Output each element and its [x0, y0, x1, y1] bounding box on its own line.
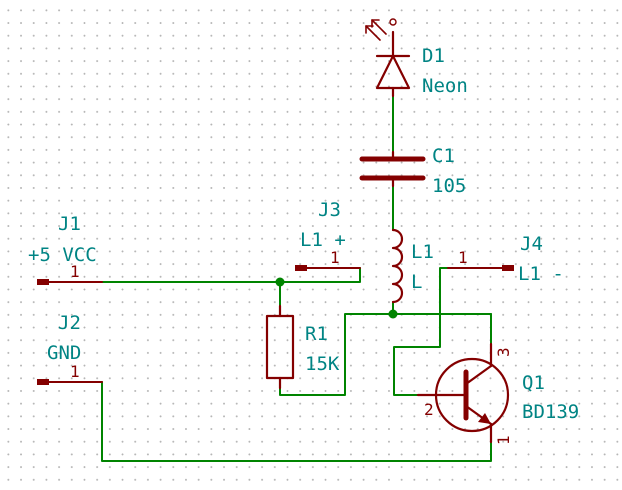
j3-pin-number: 1 [330, 248, 340, 267]
q1-emitter-arrow-icon [478, 413, 491, 424]
r1-value: 15K [305, 353, 340, 375]
r1-body [265, 314, 295, 380]
wires [101, 95, 492, 462]
j3-ref: J3 [318, 199, 341, 221]
j3-value: L1 + [300, 229, 346, 251]
c1-value: 105 [432, 175, 466, 197]
q1-pin-base: 2 [424, 400, 434, 419]
connector-j2[interactable]: 1 J2 GND [37, 312, 103, 385]
l1-value: L [411, 271, 422, 293]
junction-vcc [275, 277, 285, 287]
j3-pin-end [295, 265, 307, 271]
j2-ref: J2 [58, 312, 81, 334]
j1-pin-number: 1 [70, 262, 80, 281]
d1-light-arrows-icon [365, 19, 387, 41]
j4-ref: J4 [520, 233, 543, 255]
component-r1[interactable]: R1 15K [265, 304, 340, 390]
c1-ref: C1 [432, 145, 455, 167]
wire-base [393, 267, 449, 396]
r1-ref: R1 [305, 323, 328, 345]
j2-pin-number: 1 [70, 362, 80, 381]
j4-value: L1 - [518, 263, 564, 285]
d1-ref: D1 [422, 45, 445, 67]
j4-pin-number: 1 [458, 248, 468, 267]
j1-ref: J1 [58, 213, 81, 235]
connector-j3[interactable]: 1 J3 L1 + [295, 199, 361, 271]
component-q1[interactable]: 2 3 1 Q1 BD139 [416, 342, 579, 445]
d1-terminal [389, 18, 397, 26]
j1-value: +5 VCC [28, 244, 97, 266]
connector-j1[interactable]: 1 J1 +5 VCC [28, 213, 103, 285]
component-l1[interactable]: L1 L [391, 228, 434, 304]
j4-pin-end [502, 265, 514, 271]
l1-coil [391, 228, 404, 304]
junction-inductor [388, 309, 398, 319]
component-d1[interactable]: D1 Neon [365, 18, 468, 98]
q1-value: BD139 [522, 401, 579, 423]
l1-ref: L1 [411, 241, 434, 263]
connector-j4[interactable]: 1 J4 L1 - [447, 233, 564, 285]
wire-gnd [101, 381, 492, 462]
d1-triangle [375, 54, 411, 90]
wire-vcc [101, 267, 361, 283]
q1-pin-emitter: 1 [494, 435, 513, 445]
component-c1[interactable]: C1 105 [359, 145, 466, 197]
q1-collector-leg [464, 364, 493, 386]
j1-pin-end [37, 279, 49, 285]
j2-value: GND [47, 342, 81, 364]
j2-pin-end [37, 379, 49, 385]
q1-pin-collector: 3 [494, 347, 513, 357]
d1-value: Neon [422, 75, 468, 97]
q1-ref: Q1 [522, 372, 545, 394]
